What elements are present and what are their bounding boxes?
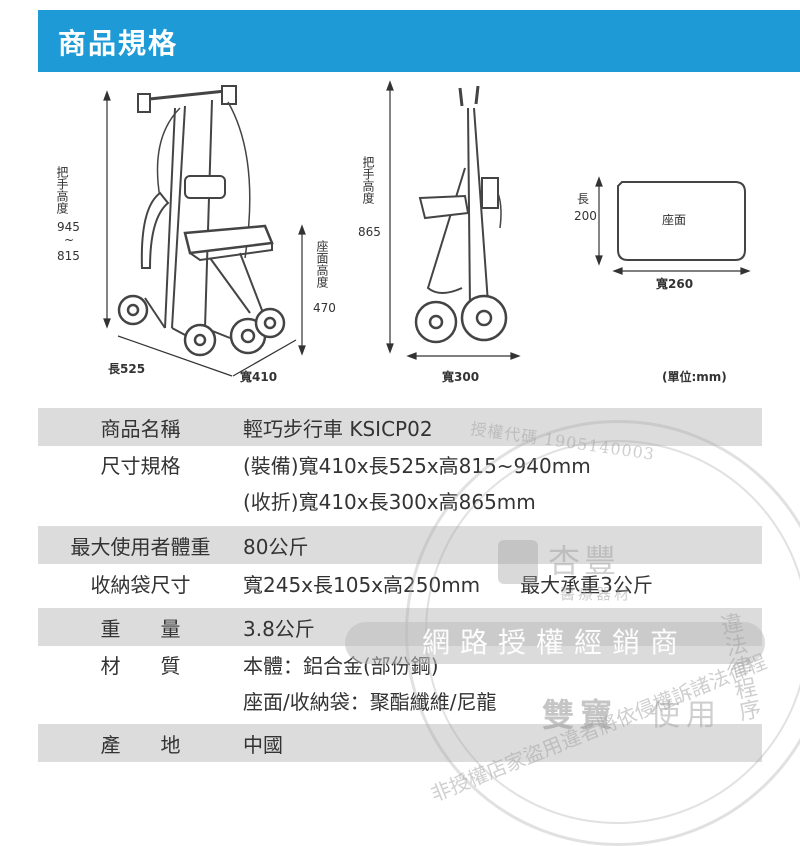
spec-label: 最大使用者體重 (70, 534, 211, 559)
header-bar (38, 10, 800, 72)
spec-value: 座面/收納袋：聚酯纖維/尼龍 (243, 689, 497, 714)
spec-value: (裝備)寬410x長525x高815~940mm (243, 453, 591, 478)
spec-label: 商品名稱 (100, 416, 181, 441)
seat-length-label: 長 (577, 192, 589, 206)
spec-label: 產 地 (100, 732, 181, 757)
walker-folded-wheels (414, 294, 508, 344)
spec-diagram: 把手高度 945 ~ 815 座面高度 470 長525 寬410 把手高度 8… (55, 80, 751, 384)
seat-width-label: 寬260 (655, 276, 693, 291)
page-title: 商品規格 (58, 27, 179, 60)
spec-row-origin: 產 地 中國 (38, 724, 762, 762)
side-handle-height-sep: ~ (64, 233, 74, 247)
seat-label: 座面 (662, 212, 686, 227)
side-handle-height-min: 815 (57, 249, 80, 263)
spec-row-max-weight: 最大使用者體重 80公斤 (38, 526, 762, 564)
spec-label: 尺寸規格 (100, 453, 181, 478)
spec-row-name: 商品名稱 輕巧步行車 KSICP02 (38, 408, 762, 446)
folded-width-label: 寬300 (441, 369, 479, 384)
spec-value: 輕巧步行車 KSICP02 (243, 416, 433, 441)
spec-label: 材 質 (100, 653, 181, 678)
walker-side-illustration (137, 85, 274, 344)
spec-label: 重 量 (100, 616, 181, 641)
unit-label: (單位:mm) (662, 369, 727, 384)
spec-row-bag-size: 收納袋尺寸 寬245x長105x高250mm 最大承重3公斤 (38, 564, 762, 602)
spec-value: 80公斤 (243, 534, 309, 559)
seat-top-view (617, 181, 746, 261)
spec-value: 寬245x長105x高250mm 最大承重3公斤 (243, 572, 653, 597)
side-handle-height-max: 945 (57, 220, 80, 234)
spec-value: (收折)寬410x長300x高865mm (243, 489, 536, 514)
spec-row-weight: 重 量 3.8公斤 (38, 608, 762, 646)
side-handle-height-label: 把手高度 (55, 166, 69, 214)
spec-value: 3.8公斤 (243, 616, 315, 641)
spec-row-size: 尺寸規格 (裝備)寬410x長525x高815~940mm (38, 446, 762, 482)
side-width-label: 寬410 (239, 369, 277, 384)
header: 商品規格 (0, 0, 800, 78)
walker-folded-illustration (418, 85, 502, 309)
spec-row-size-folded: (收折)寬410x長300x高865mm (38, 482, 762, 518)
spec-label: 收納袋尺寸 (90, 572, 191, 597)
folded-handle-height-label: 把手高度 (361, 156, 375, 204)
side-length-label: 長525 (108, 361, 145, 376)
spec-table: 商品名稱 輕巧步行車 KSICP02 尺寸規格 (裝備)寬410x長525x高8… (38, 408, 762, 762)
side-seat-height-value: 470 (313, 301, 336, 315)
seat-length-value: 200 (574, 209, 597, 223)
spec-value: 本體：鋁合金(部份鋼) (243, 653, 439, 678)
spec-row-material-seat: 座面/收納袋：聚酯纖維/尼龍 (38, 682, 762, 718)
walker-side-wheels (117, 294, 286, 357)
spec-row-material: 材 質 本體：鋁合金(部份鋼) (38, 646, 762, 682)
spec-value: 中國 (243, 732, 283, 757)
side-seat-height-label: 座面高度 (315, 239, 329, 288)
folded-handle-height-value: 865 (358, 225, 381, 239)
